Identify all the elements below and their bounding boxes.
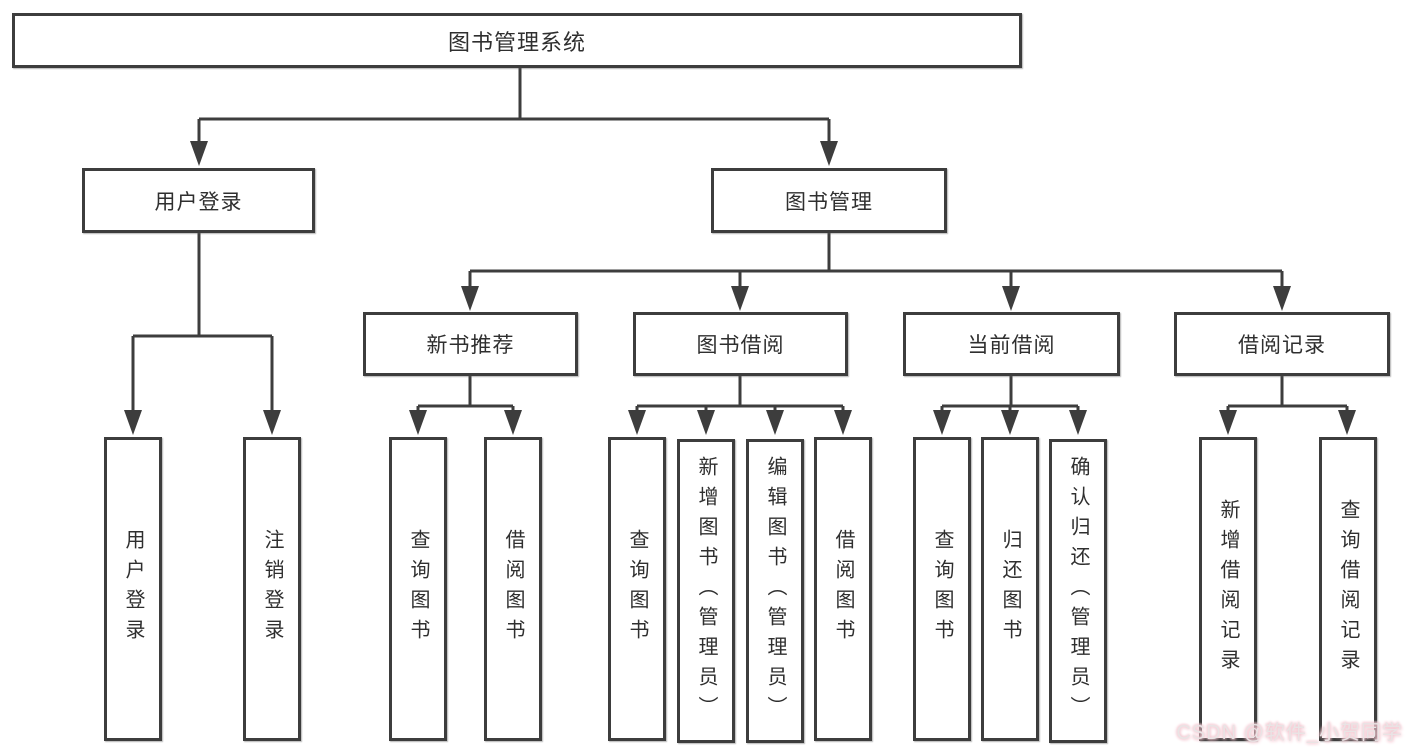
node-add-borrow-record-label: 新增借阅记录 <box>1217 499 1239 679</box>
node-logout-leaf-label: 注销登录 <box>261 529 283 649</box>
node-borrow-books-recommend: 借阅图书 <box>484 437 542 741</box>
node-book-borrow: 图书借阅 <box>633 312 848 376</box>
node-new-book-recommend-label: 新书推荐 <box>426 334 515 357</box>
node-borrow-books-leaf-label: 借阅图书 <box>832 529 854 649</box>
node-query-books-recommend: 查询图书 <box>389 437 447 741</box>
node-logout-leaf: 注销登录 <box>243 437 301 741</box>
node-borrow-records-label: 借阅记录 <box>1238 334 1326 357</box>
node-book-management: 图书管理 <box>711 168 947 233</box>
node-add-book-admin-label: 新增图书（管理员） <box>695 456 717 726</box>
node-book-management-label: 图书管理 <box>785 190 873 214</box>
node-query-books-current-label: 查询图书 <box>931 529 953 649</box>
node-add-borrow-record: 新增借阅记录 <box>1199 437 1257 741</box>
node-user-login-leaf-label: 用户登录 <box>122 529 144 649</box>
node-current-borrow-label: 当前借阅 <box>967 334 1056 357</box>
node-query-borrow-record: 查询借阅记录 <box>1319 437 1377 741</box>
node-user-login-leaf: 用户登录 <box>104 437 162 741</box>
node-user-login: 用户登录 <box>82 168 315 233</box>
node-query-books-recommend-label: 查询图书 <box>407 529 429 649</box>
node-borrow-books-leaf: 借阅图书 <box>814 437 872 741</box>
node-user-login-label: 用户登录 <box>154 190 243 214</box>
node-return-book-label: 归还图书 <box>999 529 1021 649</box>
node-query-books-current: 查询图书 <box>913 437 971 741</box>
node-new-book-recommend: 新书推荐 <box>363 312 578 376</box>
node-query-books-borrow-label: 查询图书 <box>626 529 648 649</box>
node-library-management-system-label: 图书管理系统 <box>447 29 586 55</box>
node-return-book: 归还图书 <box>981 437 1039 741</box>
node-current-borrow: 当前借阅 <box>903 312 1120 376</box>
node-book-borrow-label: 图书借阅 <box>696 334 785 357</box>
node-query-borrow-record-label: 查询借阅记录 <box>1337 499 1359 679</box>
node-library-management-system: 图书管理系统 <box>12 13 1022 68</box>
node-confirm-return-admin-label: 确认归还（管理员） <box>1067 456 1089 726</box>
node-query-books-borrow: 查询图书 <box>608 437 666 741</box>
node-borrow-books-recommend-label: 借阅图书 <box>502 529 524 649</box>
watermark-text: CSDN @软件_小贺同学 <box>1176 722 1403 744</box>
node-edit-book-admin: 编辑图书（管理员） <box>746 439 804 743</box>
node-borrow-records: 借阅记录 <box>1174 312 1390 376</box>
node-add-book-admin: 新增图书（管理员） <box>677 439 735 743</box>
node-confirm-return-admin: 确认归还（管理员） <box>1049 439 1107 743</box>
node-edit-book-admin-label: 编辑图书（管理员） <box>764 456 786 726</box>
